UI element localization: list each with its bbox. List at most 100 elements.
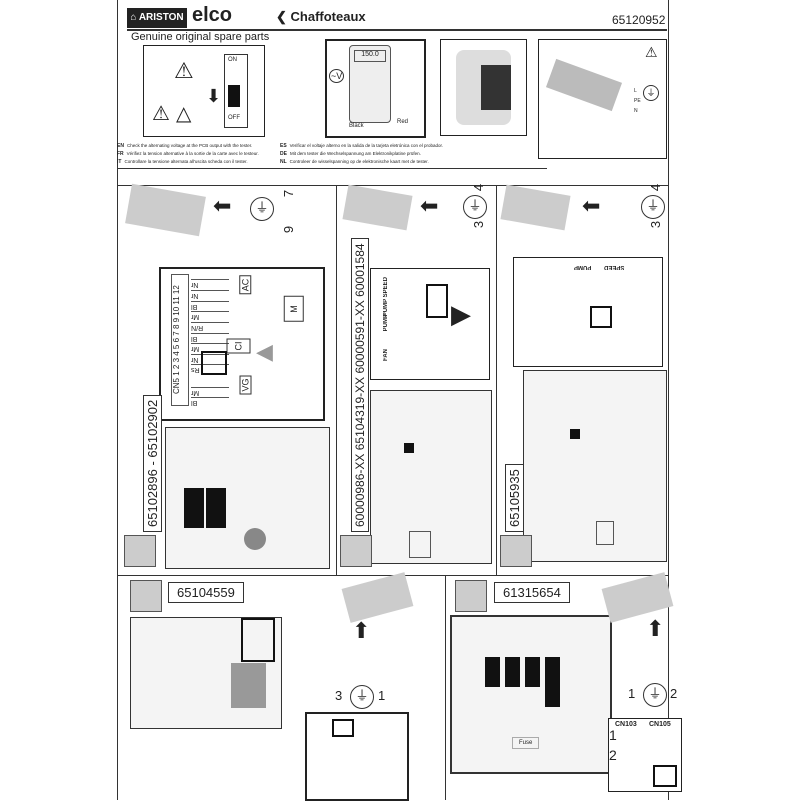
highlighted-relays: [241, 618, 275, 662]
cn103-label: CN103: [615, 721, 637, 728]
l-label: L: [634, 88, 637, 94]
switch-lever: [228, 85, 240, 107]
motor-component: M: [283, 296, 304, 322]
ariston-logo: ⌂ ARISTON: [127, 8, 187, 28]
warning-icon: ⚠: [152, 103, 170, 125]
ground-icon: ⏚: [643, 85, 659, 101]
transformer: [231, 663, 266, 708]
pump-thumbnail: [455, 580, 487, 612]
connector-detail: [305, 712, 409, 801]
pin-label: 4: [471, 183, 487, 192]
wire-label-pin1: Bl: [191, 397, 229, 406]
pcb-image: [523, 370, 667, 562]
connector-illustration: [500, 184, 571, 231]
cn103-cn105-detail: CN103 CN105 1 2: [608, 718, 682, 792]
pin-label: 1: [609, 727, 617, 743]
arrow-up-icon: ⬆: [646, 616, 665, 641]
ground-icon: ⏚: [463, 195, 487, 219]
wire-label-pin11: Nr: [191, 290, 229, 299]
component: [570, 429, 580, 439]
high-voltage-warning-icon: ⚠: [174, 58, 194, 83]
pump-thumbnail: [130, 580, 162, 612]
pump-thumbnail: [500, 535, 532, 567]
pcb-image: [165, 427, 330, 569]
pump-connector: [481, 65, 511, 110]
n-label: N: [634, 108, 638, 114]
pcb-image: [130, 617, 282, 729]
header-divider: [127, 29, 667, 31]
multimeter-display: 150.0: [354, 50, 386, 62]
caution-icon: △: [176, 103, 192, 125]
relay: [545, 657, 560, 707]
section-divider: [445, 575, 446, 800]
relay: [184, 488, 204, 528]
pin-label: 7: [281, 189, 297, 198]
arrow-left-icon: ⬅: [582, 193, 601, 218]
pump-icon: ▶: [451, 299, 471, 329]
ac-component: AC: [239, 275, 252, 295]
pump-icon: ◀: [256, 339, 273, 364]
speed-label: SPEED: [604, 264, 625, 270]
relay: [485, 657, 500, 687]
pin-label: 1: [378, 688, 386, 703]
pin-label: 9: [281, 225, 297, 234]
pcb-codes-label: 65102896 - 65102902: [143, 394, 162, 532]
pin-label: 3: [335, 688, 343, 703]
cn5-pins: CN5 1 2 3 4 5 6 7 8 9 10 11 12: [171, 274, 189, 406]
ground-icon: ⏚: [643, 683, 667, 707]
pcb-image: [370, 390, 492, 564]
pump-label: PUMP: [383, 314, 389, 332]
page-left-edge: [117, 0, 118, 800]
switch-on-label: ON: [228, 57, 237, 63]
relay: [505, 657, 520, 687]
wire-label-pin10: Bl: [191, 301, 229, 310]
pump-thumbnail: [340, 535, 372, 567]
wire-label-pin12: Nr: [191, 279, 229, 288]
wire-label-pin9: Mr: [191, 311, 229, 320]
arrow-down-icon: ⬇: [206, 86, 222, 106]
pcb-codes-label: 65105935: [505, 464, 524, 532]
wire-label-pin8: R/N: [191, 322, 229, 331]
power-switch: ON OFF: [224, 54, 248, 128]
pe-label: PE: [634, 98, 641, 104]
wire-label-pin2: Mr: [191, 387, 229, 396]
test-point-marker: [426, 284, 448, 318]
component: [409, 531, 431, 558]
fan-label: FAN: [383, 349, 389, 361]
ground-icon: ⏚: [250, 197, 274, 221]
fuse-label: Fuse: [512, 737, 540, 749]
wiring-diagram-pump-speed: PUMP SPEED: [513, 257, 663, 367]
ground-icon: ⏚: [641, 195, 665, 219]
section-divider: [117, 185, 668, 186]
pump-thumbnail: [124, 535, 156, 567]
wire-label-pin7: Bl: [191, 333, 229, 342]
chaffoteaux-logo: ❮ Chaffoteaux: [276, 9, 366, 24]
component: [596, 521, 614, 545]
ci-component: CI: [226, 338, 251, 354]
pin-label: 2: [670, 686, 678, 701]
wiring-diagram-pump: PUMP SPEED PUMP FAN ▶: [370, 268, 490, 380]
pump-speed-label: PUMP SPEED: [383, 277, 389, 317]
part-number: 65120952: [612, 13, 666, 27]
test-point-marker: [332, 719, 354, 737]
connector-illustration: [342, 184, 413, 231]
multimeter-illustration: 150.0 ~V Black Red: [325, 39, 426, 138]
connector-illustration: [545, 58, 623, 112]
connector-illustration: [125, 183, 206, 237]
page-right-edge: [668, 0, 669, 800]
test-point-marker: [201, 351, 227, 375]
test-point-marker: [653, 765, 677, 787]
relay: [525, 657, 540, 687]
pcb-code-label: 61315654: [494, 582, 570, 603]
arrow-up-icon: ⬆: [352, 618, 371, 643]
pump-label: PUMP: [574, 264, 592, 270]
wiring-diagram-cn5: CN5 1 2 3 4 5 6 7 8 9 10 11 12 Bl Mr Rs …: [159, 267, 325, 421]
power-off-illustration: ⚠ ⚠ △ ⬇ ON OFF: [143, 45, 265, 137]
pcb-code-label: 65104559: [168, 582, 244, 603]
pin-label: 1: [628, 686, 636, 701]
capacitor: [244, 528, 266, 550]
test-point-marker: [590, 306, 612, 328]
section-divider: [336, 185, 337, 575]
